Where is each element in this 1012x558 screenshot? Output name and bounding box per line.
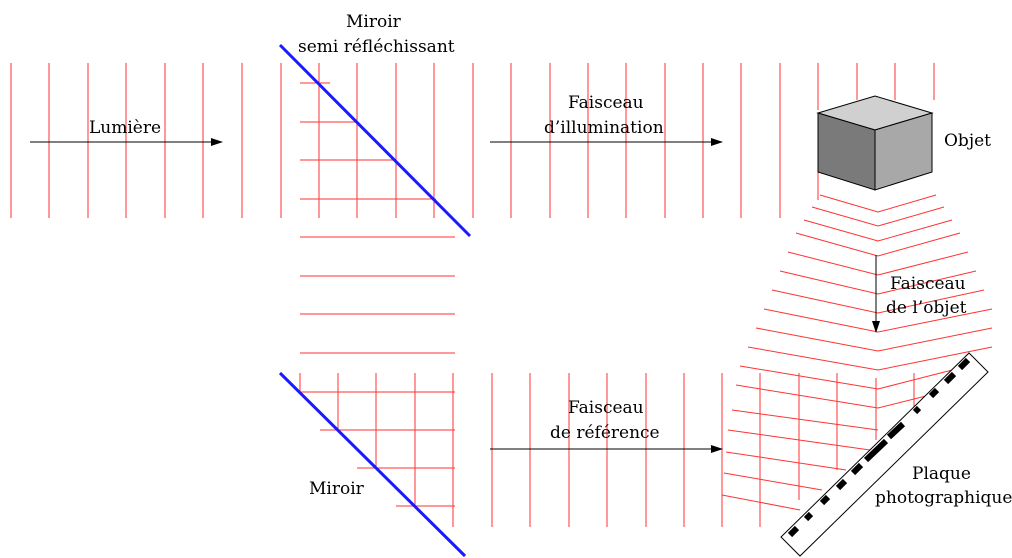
plate-label-line1: Plaque [912,464,971,484]
light-label: Lumière [89,118,161,138]
splitter-wavefronts [280,63,436,218]
object-wavefronts [721,194,993,511]
light-wavefronts [10,63,243,218]
illumination-label-line1: Faisceau [568,93,644,113]
object-beam-label-line1: Faisceau [890,274,966,294]
illumination-label-line2: d’illumination [544,118,664,138]
reference-label-line2: de référence [550,423,660,443]
object-beam-label-line2: de l’objet [886,298,967,318]
reflected-wavefronts [300,236,455,354]
photographic-plate [780,352,989,557]
mirror-wavefronts [299,373,455,527]
object-label: Objet [944,131,991,151]
reference-label-line1: Faisceau [568,398,644,418]
mirror [278,371,467,558]
mirror-label: Miroir [309,479,365,499]
semi-reflective-mirror [278,43,472,238]
semi-mirror-label-line2: semi réfléchissant [298,37,455,57]
illumination-wavefronts [472,63,935,218]
semi-mirror-label-line1: Miroir [346,12,402,32]
plate-label-line2: photographique [875,488,1012,508]
object-cube [816,95,934,191]
